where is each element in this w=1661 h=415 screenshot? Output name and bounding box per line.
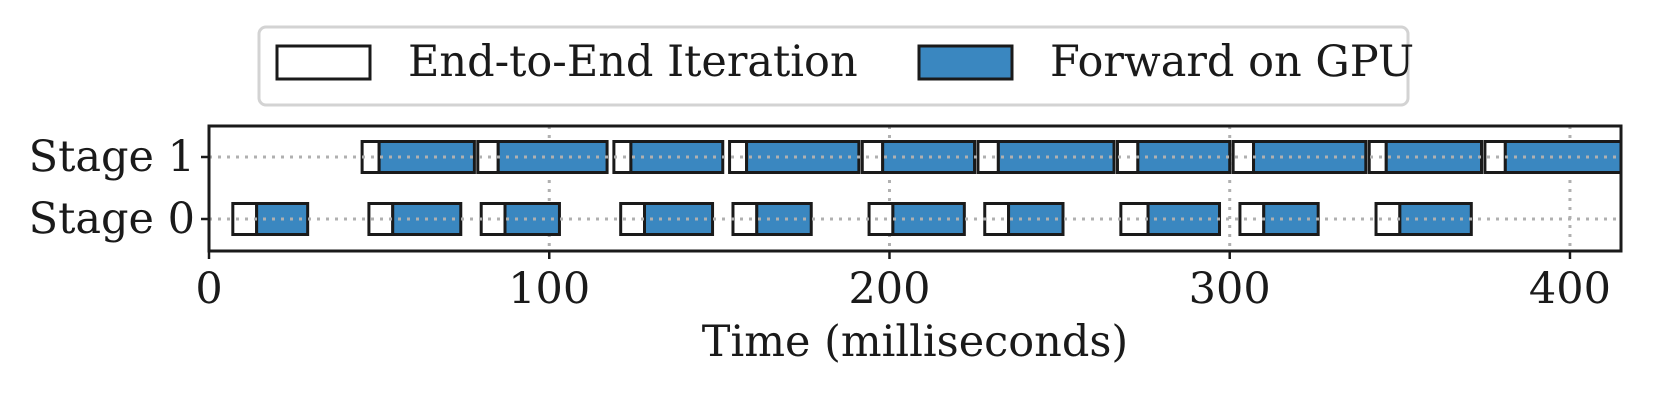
x-axis-label: Time (milliseconds) [702,317,1128,367]
forward-bar [503,202,561,236]
forward-bar [629,140,725,174]
iteration-bar [983,202,1011,236]
iteration-bar [1238,202,1266,236]
forward-bar [755,202,813,236]
legend-label-forward: Forward on GPU [1050,37,1414,87]
x-tick-label: 200 [848,264,930,314]
y-tick-label: Stage 1 [29,132,195,182]
legend-label-iteration: End-to-End Iteration [408,37,858,87]
forward-bar [1503,140,1623,174]
forward-bar [745,140,861,174]
forward-bar [391,202,463,236]
x-tick-label: 0 [195,264,222,314]
iteration-bar [860,140,885,174]
x-tick-label: 100 [508,264,590,314]
bars [209,140,1623,236]
legend-frame [257,25,1410,107]
legend-swatch-iteration [275,44,372,81]
iteration-bar [976,140,1000,174]
forward-bar [881,140,977,174]
iteration-bar [731,202,759,236]
x-tick-label: 400 [1529,264,1611,314]
iteration-bar [867,202,895,236]
legend-swatch-forward [917,44,1014,81]
y-tick-label: Stage 0 [29,194,195,244]
iteration-bar [1119,202,1150,236]
axis-ticks: 0 100 200 300 400 Stage 0 Stage 1 [29,132,1611,314]
forward-bar [1007,202,1065,236]
plot-frame [207,124,1623,253]
legend: End-to-End Iteration Forward on GPU [257,25,1414,107]
x-tick-label: 300 [1189,264,1271,314]
iteration-bar [479,202,507,236]
